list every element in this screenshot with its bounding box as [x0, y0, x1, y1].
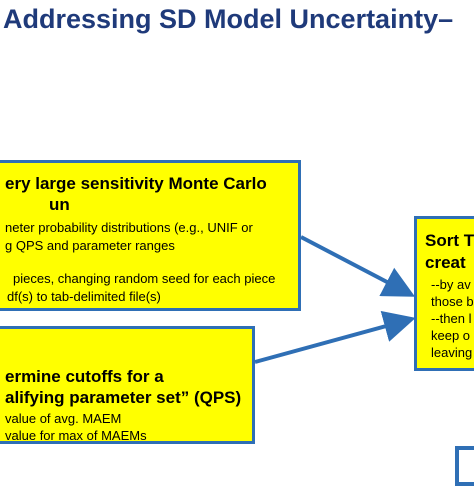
sort-create-box: Sort T creat --by av those b --then l ke… [414, 216, 474, 371]
box2-heading-line2: alifying parameter set” (QPS) [5, 388, 242, 407]
box1-heading-line1: ery large sensitivity Monte Carlo [5, 174, 267, 193]
page-title: r Addressing SD Model Uncertainty– [0, 0, 474, 38]
box3-text-line5: leaving [431, 345, 473, 360]
box3-text-line3: --then l [431, 311, 472, 326]
box3-heading-line2: creat [425, 253, 466, 272]
box3-heading-line1: Sort T [425, 231, 474, 250]
partial-box-corner [455, 446, 474, 486]
box1-text-line1: neter probability distributions (e.g., U… [5, 220, 253, 235]
box1-text-line4: df(s) to tab-delimited file(s) [7, 289, 161, 304]
box2-text-line1: value of avg. MAEM [5, 411, 122, 426]
box1-heading-line2: un [49, 195, 70, 214]
box1-text-line3: pieces, changing random seed for each pi… [13, 271, 276, 286]
box3-text-line4: keep o [431, 328, 471, 343]
monte-carlo-run-box: ery large sensitivity Monte Carlo un net… [0, 160, 301, 311]
title-text: r Addressing SD Model Uncertainty– [0, 4, 454, 34]
box2-heading-line1: ermine cutoffs for a [5, 367, 164, 386]
qps-cutoffs-box: ermine cutoffs for a alifying parameter … [0, 326, 255, 444]
arrow-box2-to-box3 [254, 310, 416, 364]
arrow-box1-to-box3 [300, 235, 416, 297]
box3-text-line1: --by av [431, 277, 471, 292]
box1-text-line2: g QPS and parameter ranges [5, 238, 175, 253]
box2-text-line2: value for max of MAEMs [5, 428, 147, 443]
box3-text-line2: those b [431, 294, 474, 309]
